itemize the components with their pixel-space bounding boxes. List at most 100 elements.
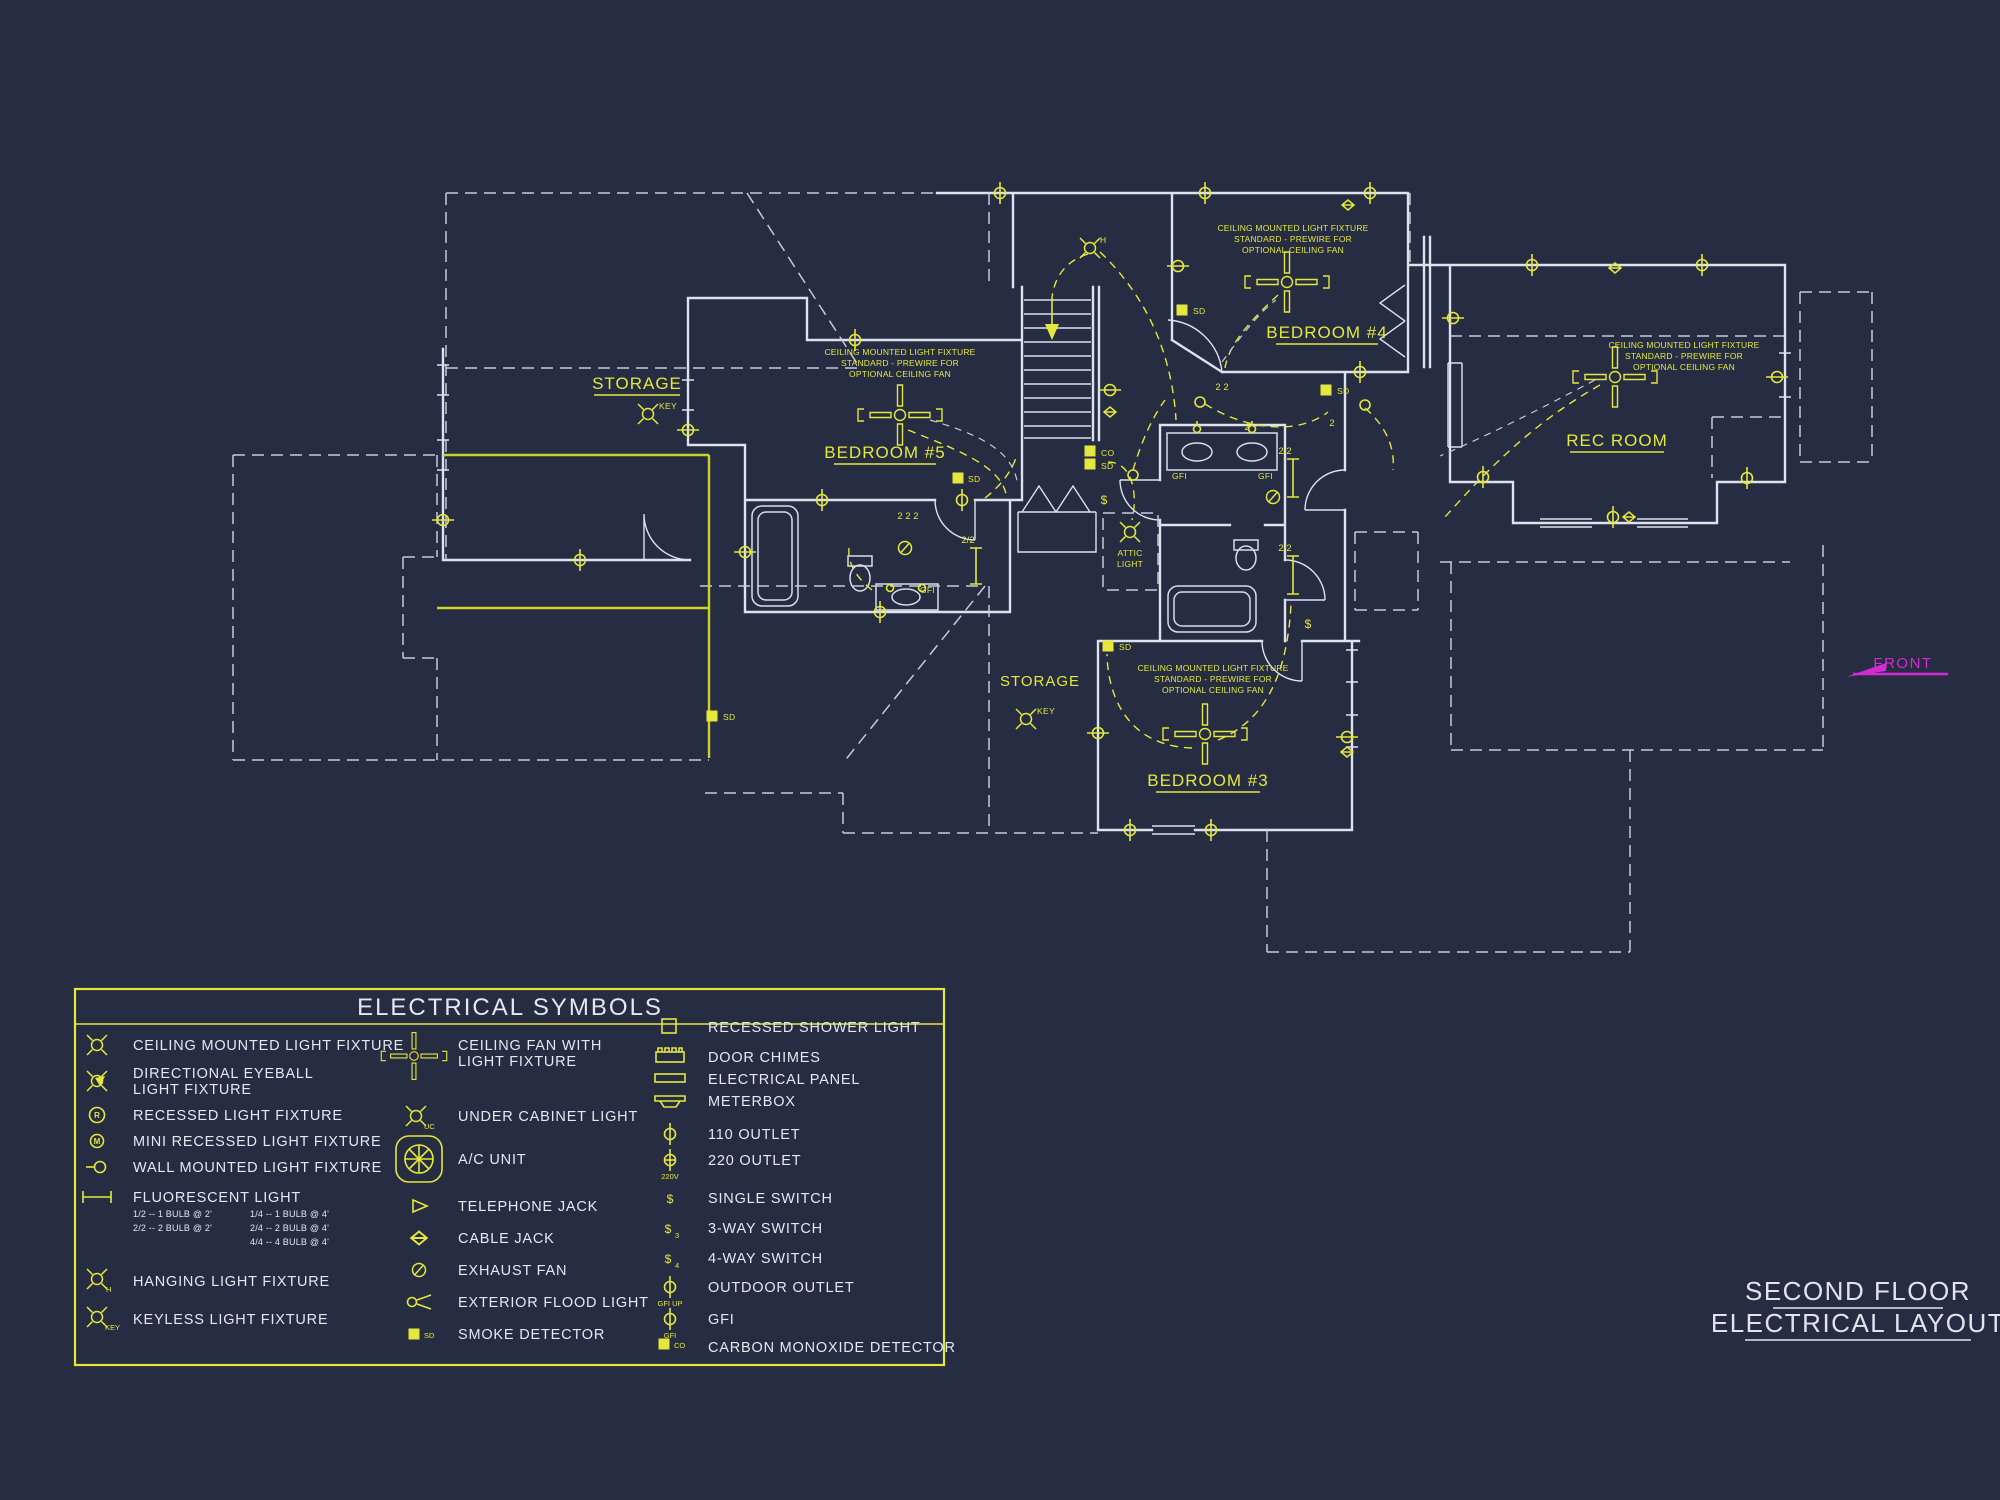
legend-item-sub: 2/2 -- 2 BULB @ 2' xyxy=(133,1223,212,1233)
sd-marker: SD xyxy=(1119,642,1131,652)
svg-text:STANDARD - PREWIRE FOR: STANDARD - PREWIRE FOR xyxy=(1625,351,1743,361)
svg-text:CEILING MOUNTED LIGHT FIXTURE: CEILING MOUNTED LIGHT FIXTURE xyxy=(1137,663,1288,673)
svg-text:$: $ xyxy=(665,1222,672,1236)
title-block: SECOND FLOOR ELECTRICAL LAYOUT xyxy=(1711,1276,2000,1341)
vanity-light-icons xyxy=(885,421,1257,593)
keyless-light-icon xyxy=(1015,708,1037,730)
220-outlet-icon: 220V xyxy=(661,1148,679,1181)
exhaust-fan-icon xyxy=(411,1262,427,1278)
legend-item-label: METERBOX xyxy=(708,1094,796,1110)
legend-item-label: CABLE JACK xyxy=(458,1231,555,1247)
switch-marker: 2 2 2 xyxy=(897,511,918,522)
svg-text:3: 3 xyxy=(675,1231,679,1240)
legend-title: ELECTRICAL SYMBOLS xyxy=(357,994,663,1021)
exhaust-fan-icon xyxy=(897,540,913,556)
mini-recessed-light-icon: M xyxy=(89,1133,105,1149)
hanging-marker: H xyxy=(1100,235,1106,245)
legend-col2-symbols: UC SD xyxy=(380,1032,448,1340)
attic-light-box xyxy=(1102,512,1159,591)
svg-text:$: $ xyxy=(665,1252,672,1266)
legend: ELECTRICAL SYMBOLS R M xyxy=(73,987,955,1367)
electrical-panel-icon xyxy=(654,1073,686,1083)
svg-text:KEY: KEY xyxy=(105,1323,120,1332)
gfi-marker: GFI xyxy=(1258,471,1273,481)
legend-item-label: 110 OUTLET xyxy=(708,1127,800,1143)
room-label-rec-room: REC ROOM xyxy=(1566,431,1668,450)
legend-item-label: DOOR CHIMES xyxy=(708,1050,821,1066)
legend-item-label: TELEPHONE JACK xyxy=(458,1199,598,1215)
fan-note-bedroom4: CEILING MOUNTED LIGHT FIXTURE STANDARD -… xyxy=(1217,223,1368,255)
legend-item-label: SMOKE DETECTOR xyxy=(458,1327,605,1343)
outdoor-outlet-icon: GFI UP xyxy=(657,1275,683,1308)
eyeball-light-icon xyxy=(86,1070,108,1092)
shower-light-icon xyxy=(661,1018,677,1034)
svg-text:SD: SD xyxy=(424,1331,435,1340)
svg-text:STANDARD - PREWIRE FOR: STANDARD - PREWIRE FOR xyxy=(1234,234,1352,244)
wall-light-icon xyxy=(86,1160,107,1174)
fan-note-bedroom5: CEILING MOUNTED LIGHT FIXTURE STANDARD -… xyxy=(824,347,975,379)
plan-electrical xyxy=(431,181,1789,842)
attic-light-icon xyxy=(1119,521,1141,543)
switch-marker: $ xyxy=(1305,617,1312,631)
switch-marker: $ xyxy=(1101,493,1108,507)
legend-item-label: 220 OUTLET xyxy=(708,1153,801,1169)
svg-text:OPTIONAL CEILING FAN: OPTIONAL CEILING FAN xyxy=(1162,685,1264,695)
svg-text:OPTIONAL CEILING FAN: OPTIONAL CEILING FAN xyxy=(1242,245,1344,255)
junction-nodes xyxy=(1127,396,1371,481)
svg-text:GFI: GFI xyxy=(664,1331,677,1340)
svg-text:UC: UC xyxy=(424,1122,435,1131)
legend-item-sub: 2/4 -- 2 BULB @ 4' xyxy=(250,1223,329,1233)
legend-col1-symbols: R M H KEY xyxy=(82,1034,120,1332)
4way-switch-icon: $ 4 xyxy=(665,1252,680,1270)
svg-text:CEILING MOUNTED LIGHT FIXTURE: CEILING MOUNTED LIGHT FIXTURE xyxy=(1217,223,1368,233)
legend-item-sub: 4/4 -- 4 BULB @ 4' xyxy=(250,1237,329,1247)
ac-unit-icon xyxy=(395,1135,443,1183)
under-cabinet-light-icon: UC xyxy=(405,1105,435,1131)
keyless-light-icon xyxy=(637,403,659,425)
svg-text:R: R xyxy=(94,1111,100,1120)
keyless-light-icon: KEY xyxy=(86,1306,120,1332)
single-switch-icon: $ xyxy=(667,1192,674,1206)
cable-jack-icon xyxy=(410,1230,428,1246)
ceiling-fan-icon xyxy=(1162,703,1248,765)
svg-text:CEILING MOUNTED LIGHT FIXTURE: CEILING MOUNTED LIGHT FIXTURE xyxy=(1608,340,1759,350)
gfi-marker: GFI xyxy=(1172,471,1187,481)
detector-icons xyxy=(706,304,1332,722)
switch-marker: 2/2 xyxy=(1278,446,1291,457)
svg-text:H: H xyxy=(106,1285,111,1294)
outlet-icons xyxy=(431,181,1789,842)
sheet-title-line1: SECOND FLOOR xyxy=(1745,1276,1971,1306)
ceiling-fan-icon xyxy=(857,384,943,446)
structure-below-lines xyxy=(437,453,711,758)
hanging-light-icon: H xyxy=(86,1268,111,1294)
switch-run-bars xyxy=(970,458,1299,595)
legend-item-label: CEILING MOUNTED LIGHT FIXTURE xyxy=(133,1038,404,1054)
attic-light-label: LIGHT xyxy=(1117,559,1143,569)
svg-text:OPTIONAL CEILING FAN: OPTIONAL CEILING FAN xyxy=(849,369,951,379)
legend-item-label: FLUORESCENT LIGHT xyxy=(133,1190,301,1206)
sheet-title-line2: ELECTRICAL LAYOUT xyxy=(1711,1308,2000,1338)
legend-item-label: RECESSED SHOWER LIGHT xyxy=(708,1020,921,1036)
legend-item-label: KEYLESS LIGHT FIXTURE xyxy=(133,1312,328,1328)
legend-item-label: A/C UNIT xyxy=(458,1152,526,1168)
flood-light-icon xyxy=(406,1294,432,1310)
room-label-bedroom3: BEDROOM #3 xyxy=(1147,771,1268,790)
legend-item-label: SINGLE SWITCH xyxy=(708,1191,833,1207)
co-marker: CO xyxy=(1101,448,1114,458)
ceiling-light-icon xyxy=(86,1034,108,1056)
legend-item-label: WALL MOUNTED LIGHT FIXTURE xyxy=(133,1160,382,1176)
switch-marker: 2 xyxy=(1244,422,1249,433)
legend-item-label: EXHAUST FAN xyxy=(458,1263,567,1279)
wiring-arcs xyxy=(848,251,1601,749)
hanging-light-icon xyxy=(1079,237,1101,259)
front-arrow: FRONT xyxy=(1846,655,1948,677)
svg-text:OPTIONAL CEILING FAN: OPTIONAL CEILING FAN xyxy=(1633,362,1735,372)
recessed-light-icon: R xyxy=(88,1106,106,1124)
sd-marker: SD xyxy=(723,712,735,722)
fluorescent-icon xyxy=(82,1191,112,1203)
wiring-arcs-switched xyxy=(929,299,1596,487)
key-marker: KEY xyxy=(1037,706,1055,716)
legend-item-label: LIGHT FIXTURE xyxy=(133,1082,252,1098)
room-label-storage-left: STORAGE xyxy=(592,374,682,393)
plan-text: STORAGE BEDROOM #5 BEDROOM #4 REC ROOM S… xyxy=(592,223,1759,793)
